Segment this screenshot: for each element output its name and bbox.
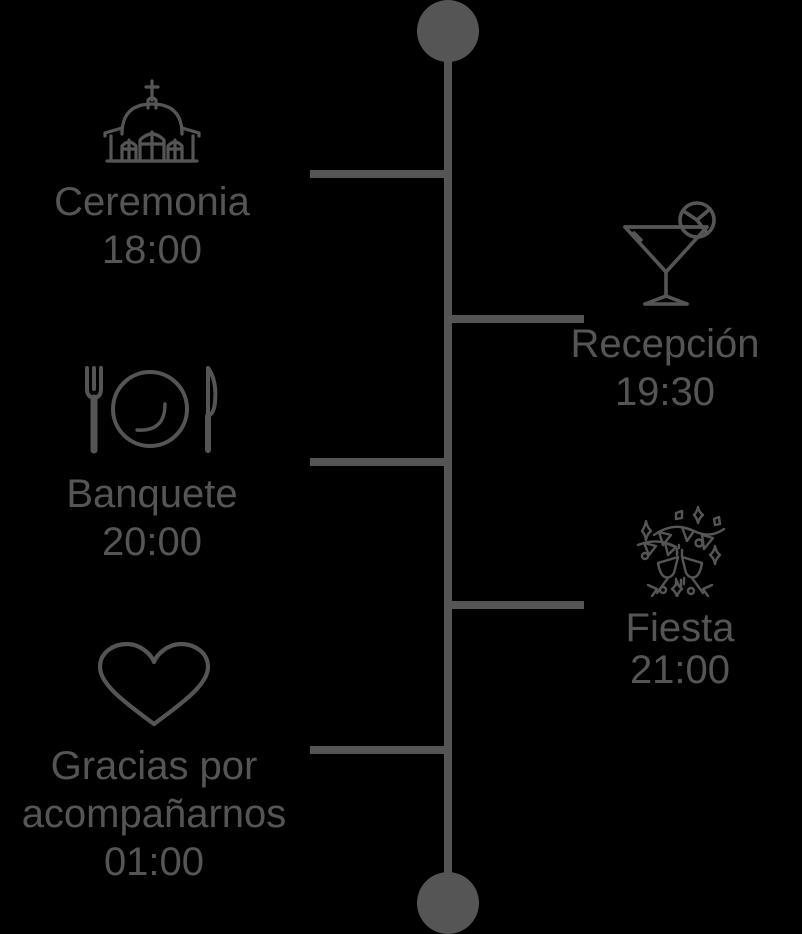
event-title-fiesta: Fiesta	[625, 606, 735, 650]
connector-gracias	[310, 746, 450, 754]
timeline-event-ceremonia: Ceremonia 18:00	[2, 78, 302, 274]
event-time-fiesta: 21:00	[629, 648, 731, 692]
event-title-banquete: Banquete	[66, 472, 238, 516]
church-icon	[97, 78, 207, 164]
event-time-banquete: 20:00	[101, 520, 203, 564]
timeline-event-recepcion: Recepción 19:30	[515, 200, 802, 416]
timeline-top-dot	[417, 0, 479, 62]
cocktail-glass-icon	[611, 200, 719, 310]
connector-fiesta	[448, 601, 584, 609]
event-title-ceremonia: Ceremonia	[54, 180, 250, 224]
connector-banquete	[310, 458, 450, 466]
event-title-gracias: Gracias por acompañarnos	[21, 744, 287, 836]
event-time-gracias: 01:00	[103, 840, 205, 884]
timeline-spine	[444, 24, 452, 910]
party-confetti-icon	[632, 505, 728, 597]
event-time-recepcion: 19:30	[614, 370, 716, 414]
timeline-bottom-dot	[417, 872, 479, 934]
event-time-ceremonia: 18:00	[101, 228, 203, 272]
heart-icon	[94, 640, 214, 728]
connector-ceremonia	[310, 170, 450, 178]
connector-recepcion	[448, 315, 584, 323]
event-title-recepcion: Recepción	[570, 322, 760, 366]
timeline-event-fiesta: Fiesta 21:00	[530, 505, 802, 691]
timeline-event-banquete: Banquete 20:00	[2, 362, 302, 566]
timeline-event-gracias: Gracias por acompañarnos 01:00	[4, 640, 304, 886]
plate-fork-knife-icon	[79, 362, 225, 456]
